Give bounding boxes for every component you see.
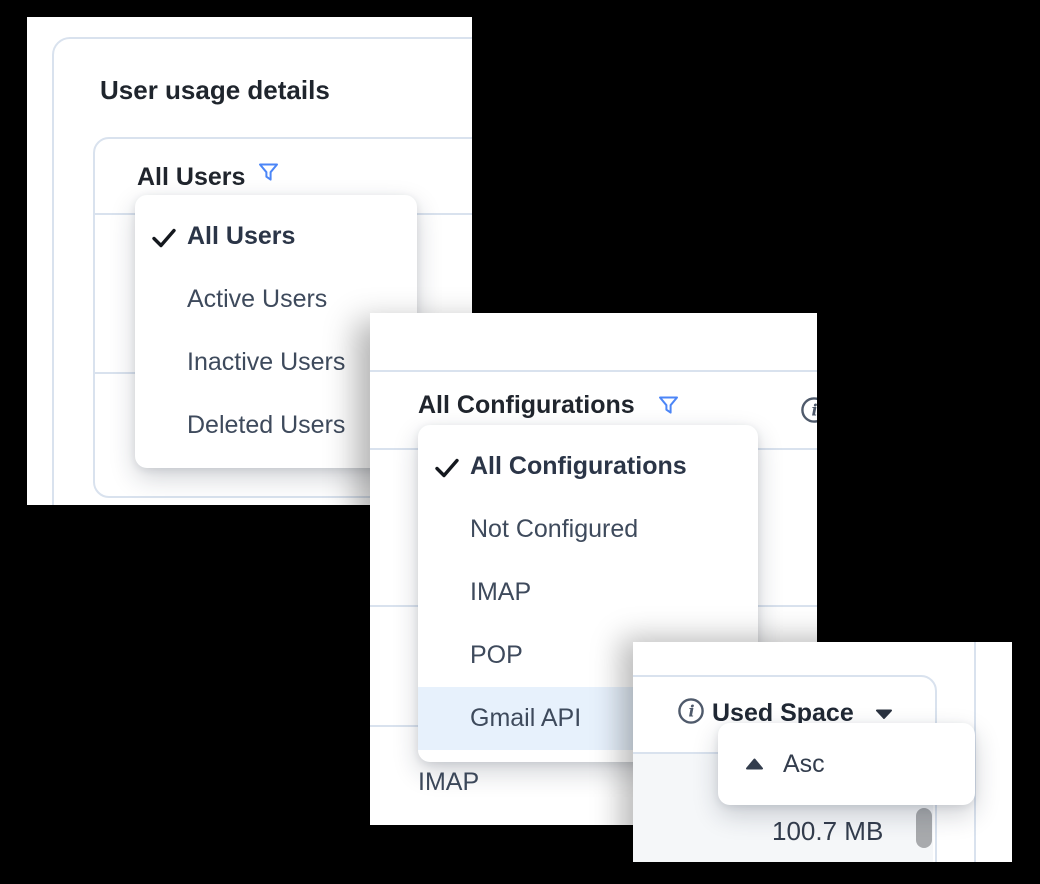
info-icon[interactable]: i [677, 697, 705, 725]
used-space-panel: i Used Space 100.7 MB Asc [633, 642, 1012, 862]
menu-item-label: Not Configured [470, 515, 639, 543]
menu-item-label: Active Users [187, 285, 328, 313]
triangle-up-icon [745, 757, 764, 771]
menu-item-label: POP [470, 641, 523, 669]
check-icon [432, 453, 462, 481]
scrollbar-thumb[interactable] [916, 808, 932, 848]
menu-item-label: Deleted Users [187, 411, 346, 439]
sort-menu: Asc [718, 723, 975, 805]
users-column-header[interactable]: All Users [137, 163, 246, 191]
users-table-card-border [93, 137, 472, 498]
menu-item-sort-asc[interactable]: Asc [718, 723, 975, 805]
menu-item-label: All Users [187, 222, 296, 250]
check-icon [149, 223, 179, 251]
menu-item-inactive-users[interactable]: Inactive Users [135, 331, 417, 394]
menu-item-label: Gmail API [470, 704, 582, 732]
user-usage-card-border [52, 37, 472, 505]
svg-text:i: i [688, 702, 694, 721]
table-cell-mail-access: IMAP [418, 768, 480, 796]
table-cell-used-space: 100.7 MB [772, 816, 884, 846]
menu-item-all-users[interactable]: All Users [135, 205, 417, 268]
used-space-column-header[interactable]: Used Space [712, 699, 854, 727]
configurations-column-header[interactable]: All Configurations [418, 391, 635, 419]
svg-text:i: i [811, 401, 817, 420]
menu-item-not-configured[interactable]: Not Configured [418, 498, 758, 561]
menu-item-imap[interactable]: IMAP [418, 561, 758, 624]
column-border [974, 642, 976, 862]
menu-item-active-users[interactable]: Active Users [135, 268, 417, 331]
filter-funnel-icon[interactable] [657, 393, 680, 418]
menu-item-all-configurations[interactable]: All Configurations [418, 435, 758, 498]
user-usage-details-panel: User usage details All Users All Users A… [27, 17, 472, 505]
filter-funnel-icon[interactable] [257, 160, 280, 185]
menu-item-label: All Configurations [470, 452, 687, 480]
menu-item-deleted-users[interactable]: Deleted Users [135, 394, 417, 457]
page-title: User usage details [100, 75, 330, 105]
menu-item-pop[interactable]: POP [418, 624, 758, 687]
table-row-separator [370, 370, 817, 372]
info-icon[interactable]: i [800, 396, 817, 424]
menu-item-label: Asc [783, 749, 825, 778]
menu-item-label: Inactive Users [187, 348, 346, 376]
menu-item-label: IMAP [470, 578, 532, 606]
chevron-down-icon[interactable] [875, 708, 893, 720]
